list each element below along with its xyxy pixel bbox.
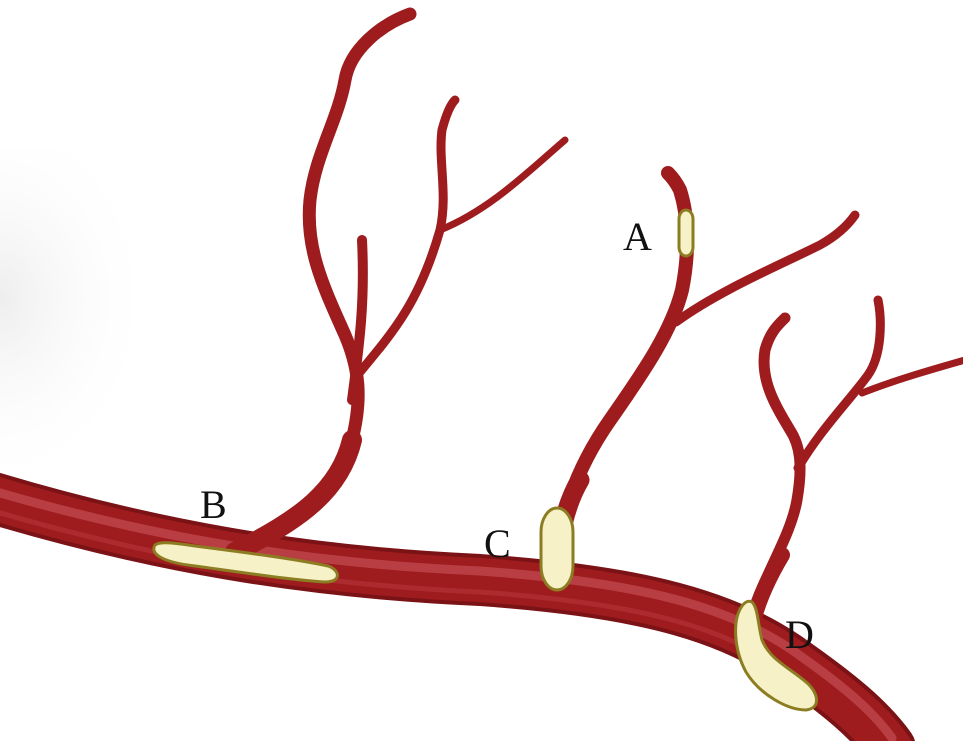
branch-d <box>752 300 963 625</box>
label-b: B <box>200 482 227 527</box>
plaque-a <box>679 210 693 256</box>
branch-c <box>553 173 855 585</box>
label-c: C <box>484 521 511 566</box>
plaque-c <box>541 508 573 590</box>
background-haze <box>0 150 260 480</box>
branch-b <box>235 14 565 552</box>
label-a: A <box>623 214 652 259</box>
label-d: D <box>785 612 814 657</box>
